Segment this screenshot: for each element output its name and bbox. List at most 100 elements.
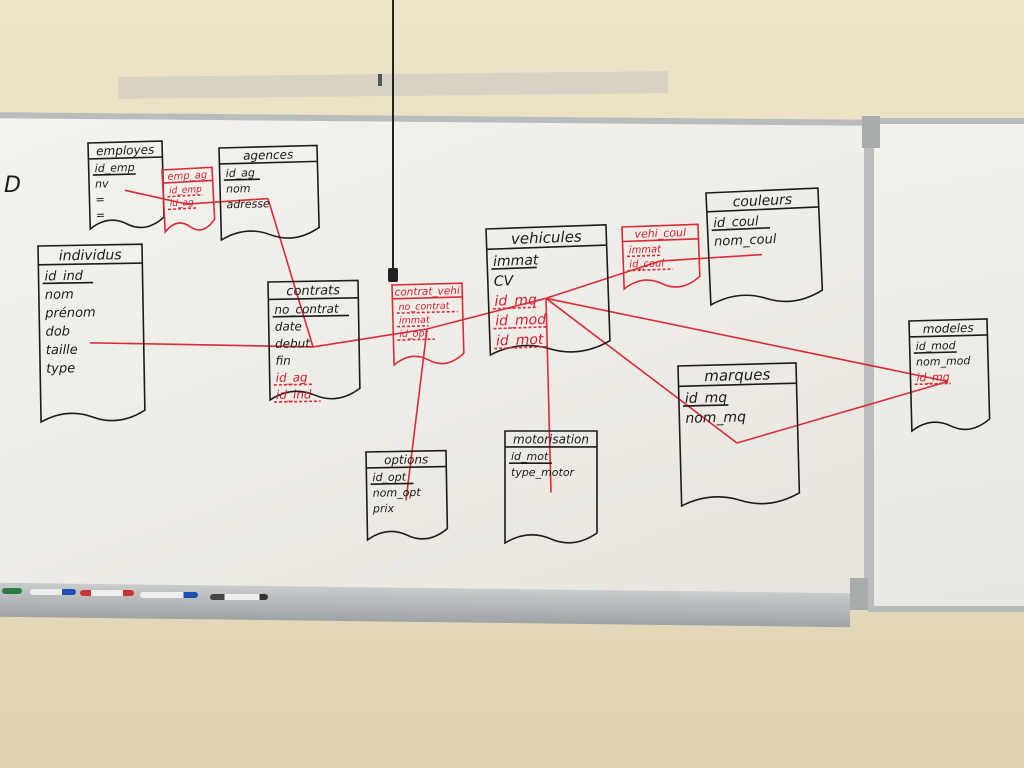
marker-red: [80, 590, 134, 596]
foreign-key-underline: [493, 325, 548, 330]
entity-field: id_emp: [169, 185, 202, 197]
entity-field: id_coul: [629, 258, 664, 270]
entity-box: [365, 449, 449, 542]
entity-field: =: [95, 193, 105, 206]
entity-field: id_ag: [170, 198, 195, 209]
primary-key-underline: [370, 482, 414, 485]
marker-blue: [30, 589, 76, 595]
marker-green: [2, 588, 22, 594]
foreign-key-underline: [396, 310, 458, 314]
primary-key-underline: [711, 226, 771, 232]
title-divider: [392, 296, 463, 300]
title-divider: [678, 382, 797, 388]
relations-layer: [89, 189, 949, 501]
relation-agences-contrats: [267, 198, 314, 348]
relation-vehicules-marques: [545, 297, 738, 444]
foreign-key-underline: [627, 254, 661, 258]
entity-box: [37, 243, 146, 424]
entity-field: nom_mod: [916, 354, 972, 368]
entity-field: id_ind: [276, 387, 312, 402]
entity-field: nom_opt: [373, 486, 422, 500]
foreign-key-underline: [627, 268, 673, 272]
relation-emp_ag-agences: [186, 197, 269, 205]
entity-field: date: [275, 319, 302, 333]
entity-field: fin: [275, 354, 291, 368]
entity-title: agences: [243, 148, 294, 163]
foreign-key-underline: [167, 194, 203, 198]
marker-black: [210, 594, 268, 600]
entity-box: [621, 223, 701, 291]
entity-field: id_mot: [496, 332, 545, 350]
entity-field: immat: [399, 315, 431, 327]
foreign-key-underline: [397, 338, 435, 341]
entity-field: nv: [95, 177, 109, 190]
entity-marques: marques id_mq nom_mq: [677, 362, 801, 508]
cable-plug: [388, 268, 398, 282]
foreign-key-underline: [273, 383, 314, 386]
entity-field: =: [96, 209, 106, 222]
primary-key-field: id_mot: [511, 450, 549, 463]
relation-vehicules-vehi_coul: [545, 260, 661, 300]
primary-key-field: id_ag: [226, 166, 256, 180]
entity-box: [161, 166, 216, 235]
entity-box: [677, 362, 801, 508]
entity-field: prix: [372, 502, 395, 515]
title-divider: [909, 334, 988, 338]
primary-key-field: id_mq: [685, 390, 728, 407]
entity-title: vehi_coul: [634, 226, 686, 241]
entity-field: id_mq: [916, 370, 950, 384]
foreign-key-underline: [492, 306, 539, 310]
primary-key-underline: [491, 266, 537, 270]
relation-vehicules-modeles: [545, 297, 949, 383]
title-divider: [268, 297, 359, 301]
entity-title: marques: [704, 365, 771, 385]
entity-field: dob: [45, 324, 70, 339]
relation-contrats-contrat_vehi: [312, 328, 428, 348]
entity-title: contrats: [286, 283, 340, 299]
relation-individus-contrats: [89, 342, 314, 348]
wall-pin: [378, 74, 382, 86]
relation-vehicules-motorisation: [545, 298, 552, 493]
primary-key-field: no_contrat: [274, 302, 340, 317]
entity-title: couleurs: [732, 192, 792, 211]
title-divider: [622, 238, 699, 243]
entity-field: immat: [629, 244, 663, 256]
primary-key-underline: [683, 404, 729, 407]
entity-title: modeles: [923, 321, 974, 336]
primary-key-underline: [913, 351, 957, 354]
entity-title: emp_ag: [167, 170, 207, 183]
relation-employes-emp_ag: [124, 189, 188, 205]
entity-box: [504, 430, 598, 545]
entity-title: employes: [96, 143, 154, 159]
entity-field: id_mq: [494, 292, 537, 309]
primary-key-underline: [92, 173, 136, 176]
foreign-key-underline: [397, 324, 429, 328]
title-divider: [366, 465, 447, 469]
entity-box: [705, 187, 824, 307]
hinge-bottom: [850, 578, 868, 610]
entity-field: type: [46, 361, 75, 377]
entity-box: [267, 279, 361, 402]
entity-field: id_mod: [495, 312, 547, 330]
primary-key-field: id_opt: [372, 471, 406, 485]
entity-box: [391, 282, 465, 367]
entity-field: debut: [275, 336, 311, 351]
primary-key-field: id_mod: [916, 339, 957, 353]
entity-field: taille: [46, 343, 78, 359]
title-divider: [706, 206, 819, 213]
title-divider: [486, 244, 607, 251]
relation-contrat_vehi-vehicules: [426, 297, 547, 330]
primary-key-field: immat: [493, 252, 539, 270]
primary-key-field: id_coul: [713, 214, 759, 231]
entity-field: adresse: [226, 197, 270, 211]
hinge-top: [862, 116, 880, 148]
entity-title: motorisation: [513, 432, 589, 446]
entity-field: nom_mq: [685, 409, 746, 427]
